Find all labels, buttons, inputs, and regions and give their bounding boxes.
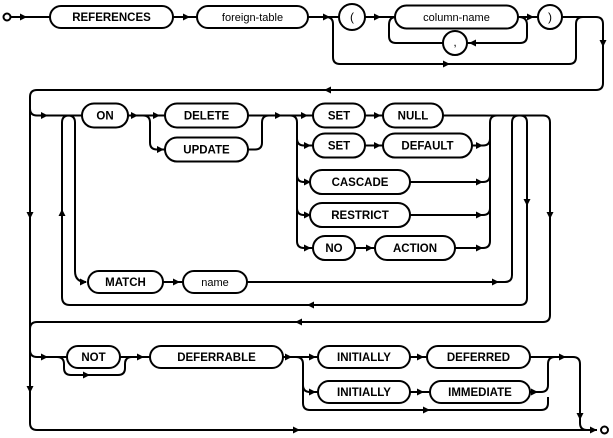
paren-bypass-line <box>325 16 584 65</box>
svg-text:DEFERRABLE: DEFERRABLE <box>177 352 256 364</box>
node-close-paren: ) <box>537 4 563 30</box>
node-on: ON <box>81 102 129 129</box>
svg-text:REFERENCES: REFERENCES <box>72 12 151 24</box>
node-match: MATCH <box>87 270 164 294</box>
node-set-default-set: SET <box>312 132 366 159</box>
node-open-paren: ( <box>338 3 366 31</box>
node-initially-deferred-initially: INITIALLY <box>317 345 411 369</box>
node-deferred: DEFERRED <box>426 345 531 369</box>
comma-loop-line <box>388 16 528 44</box>
node-immediate: IMMEDIATE <box>429 380 531 404</box>
node-default: DEFAULT <box>382 132 473 159</box>
svg-text:column-name: column-name <box>423 12 490 24</box>
node-comma: , <box>442 30 468 56</box>
node-set-null-set: SET <box>312 102 366 129</box>
svg-text:foreign-table: foreign-table <box>222 12 283 24</box>
svg-text:IMMEDIATE: IMMEDIATE <box>448 387 512 399</box>
node-no: NO <box>312 235 356 261</box>
svg-text:UPDATE: UPDATE <box>183 145 230 157</box>
svg-text:name: name <box>201 277 229 289</box>
svg-text:CASCADE: CASCADE <box>332 177 389 189</box>
svg-text:NULL: NULL <box>398 111 429 123</box>
svg-text:): ) <box>548 10 552 24</box>
svg-text:SET: SET <box>328 141 350 153</box>
svg-text:ON: ON <box>96 111 113 123</box>
svg-text:INITIALLY: INITIALLY <box>337 387 391 399</box>
node-update: UPDATE <box>164 136 249 163</box>
svg-text:SET: SET <box>328 111 350 123</box>
node-initially-immediate-initially: INITIALLY <box>317 380 411 404</box>
svg-text:(: ( <box>350 10 354 24</box>
node-delete: DELETE <box>164 102 249 129</box>
node-references: REFERENCES <box>49 5 174 29</box>
node-null: NULL <box>382 102 444 129</box>
on-branch-lines <box>128 114 313 249</box>
svg-text:ACTION: ACTION <box>393 243 437 255</box>
node-restrict: RESTRICT <box>309 202 411 228</box>
svg-text:MATCH: MATCH <box>105 277 146 289</box>
svg-text:DELETE: DELETE <box>184 111 230 123</box>
svg-text:NO: NO <box>325 243 342 255</box>
node-cascade: CASCADE <box>309 169 411 195</box>
node-not: NOT <box>66 345 121 369</box>
svg-text:DEFERRED: DEFERRED <box>447 352 510 364</box>
end-terminal-icon <box>600 425 609 435</box>
svg-text:INITIALLY: INITIALLY <box>337 352 391 364</box>
node-deferrable: DEFERRABLE <box>149 345 284 369</box>
node-name: name <box>182 270 248 294</box>
svg-text:NOT: NOT <box>81 352 105 364</box>
node-column-name: column-name <box>394 4 519 30</box>
node-action: ACTION <box>374 235 456 261</box>
svg-text:,: , <box>453 35 456 49</box>
svg-text:RESTRICT: RESTRICT <box>331 210 389 222</box>
start-terminal-icon <box>2 12 12 22</box>
node-foreign-table: foreign-table <box>196 5 309 29</box>
svg-text:DEFAULT: DEFAULT <box>401 141 453 153</box>
